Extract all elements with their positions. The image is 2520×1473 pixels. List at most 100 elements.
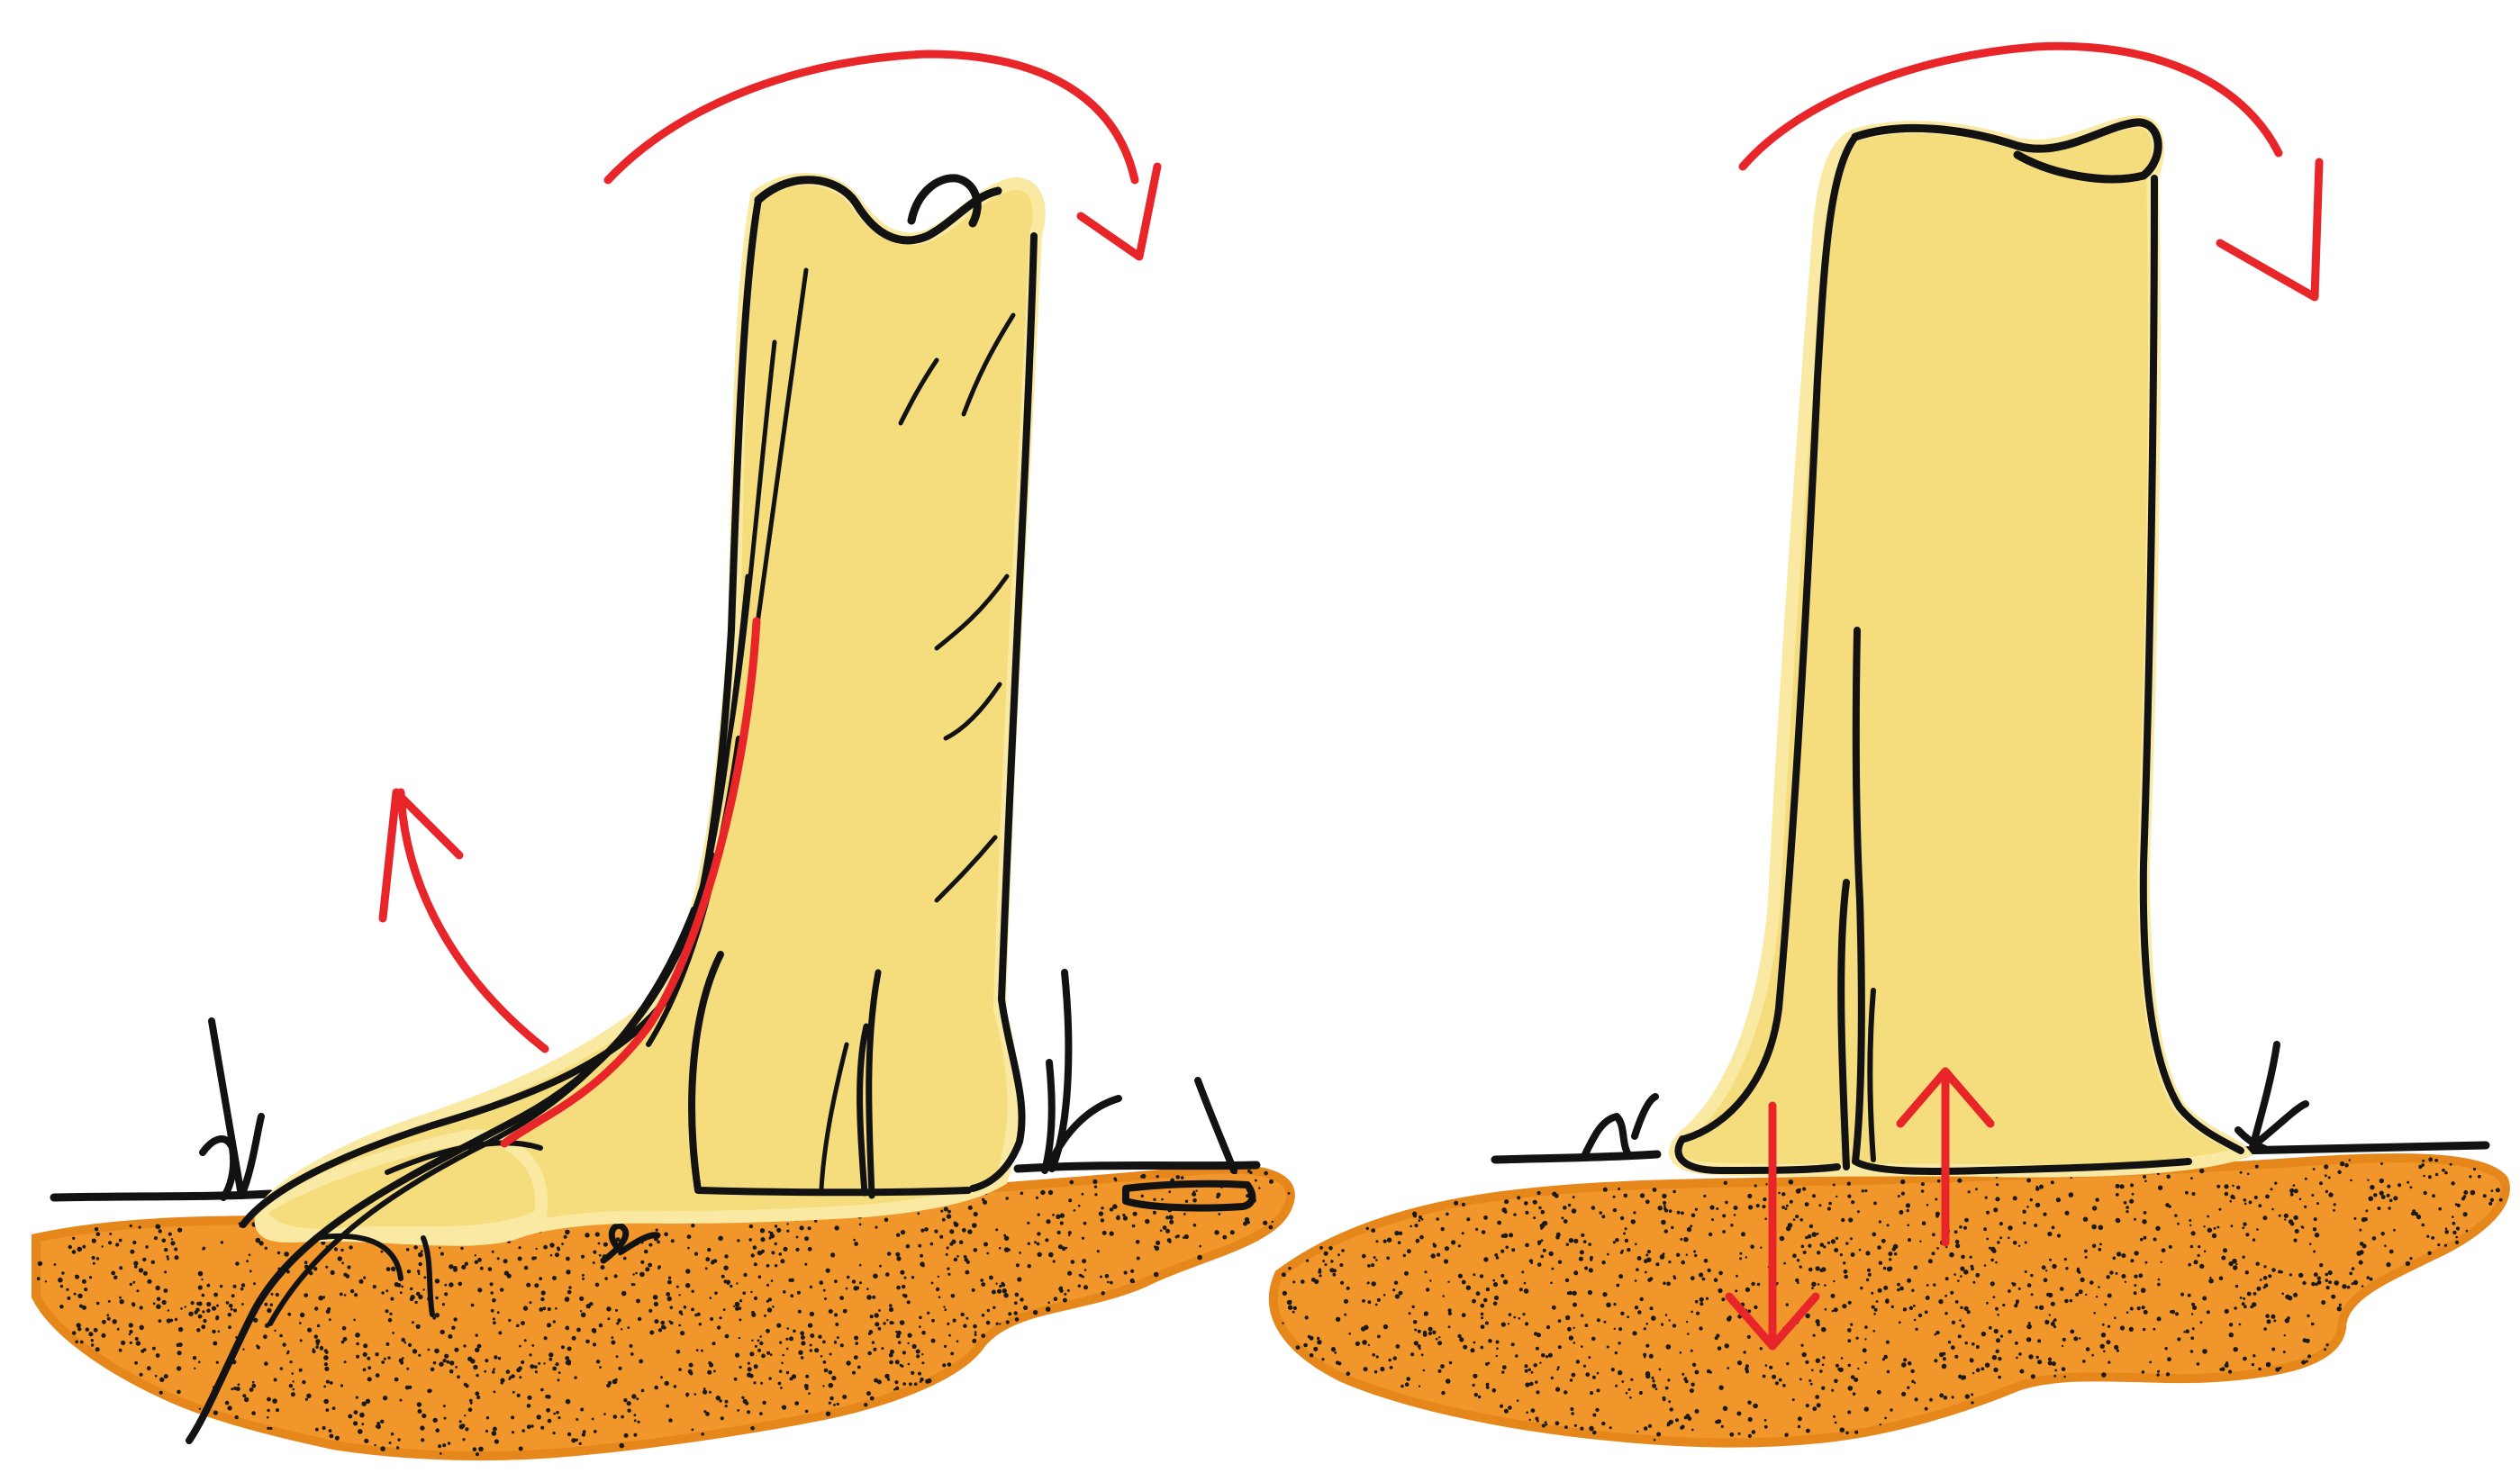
soil-speckle: [634, 1414, 637, 1416]
soil-speckle: [2271, 1188, 2273, 1190]
soil-speckle: [1216, 1195, 1219, 1198]
soil-speckle: [1903, 1358, 1907, 1361]
soil-speckle: [1441, 1227, 1445, 1231]
soil-speckle: [1615, 1351, 1618, 1354]
soil-speckle: [818, 1335, 821, 1339]
soil-speckle: [2153, 1328, 2156, 1331]
soil-speckle: [1681, 1261, 1685, 1265]
soil-speckle: [1451, 1240, 1455, 1244]
soil-speckle: [2018, 1352, 2022, 1356]
soil-speckle: [1709, 1233, 1712, 1236]
soil-speckle: [769, 1237, 772, 1240]
soil-speckle: [1997, 1241, 2000, 1244]
soil-speckle: [1301, 1279, 1305, 1284]
soil-speckle: [1739, 1252, 1742, 1255]
soil-speckle: [1633, 1211, 1636, 1214]
soil-speckle: [1102, 1231, 1107, 1235]
soil-speckle: [604, 1277, 608, 1280]
soil-speckle: [512, 1391, 515, 1394]
soil-speckle: [1084, 1269, 1087, 1271]
soil-speckle: [1606, 1303, 1611, 1308]
soil-speckle: [1099, 1211, 1103, 1215]
soil-speckle: [576, 1418, 578, 1421]
soil-speckle: [1533, 1216, 1536, 1219]
soil-speckle: [1057, 1231, 1061, 1234]
soil-speckle: [1630, 1378, 1633, 1381]
soil-speckle: [1848, 1386, 1854, 1391]
soil-speckle: [2189, 1219, 2191, 1222]
soil-speckle: [2030, 1198, 2033, 1201]
soil-speckle: [1737, 1360, 1742, 1365]
soil-speckle: [1082, 1193, 1084, 1196]
soil-speckle: [2367, 1276, 2370, 1279]
soil-speckle: [1644, 1259, 1648, 1263]
soil-speckle: [1972, 1281, 1975, 1284]
soil-speckle: [1648, 1424, 1652, 1428]
soil-speckle: [235, 1261, 240, 1266]
soil-speckle: [986, 1252, 989, 1255]
soil-speckle: [1754, 1184, 1757, 1187]
soil-speckle: [1862, 1189, 1864, 1192]
soil-speckle: [2360, 1242, 2364, 1246]
soil-speckle: [493, 1317, 495, 1320]
soil-speckle: [854, 1336, 858, 1341]
soil-speckle: [1501, 1370, 1504, 1373]
soil-speckle: [1603, 1188, 1608, 1192]
soil-speckle: [2091, 1354, 2094, 1357]
soil-speckle: [1914, 1319, 1917, 1322]
soil-speckle: [1480, 1304, 1484, 1308]
soil-speckle: [418, 1252, 423, 1258]
soil-speckle: [2207, 1228, 2212, 1233]
soil-speckle: [2026, 1324, 2032, 1330]
soil-speckle: [2048, 1358, 2052, 1361]
soil-speckle: [1218, 1213, 1220, 1215]
soil-speckle: [2114, 1316, 2117, 1319]
soil-speckle: [2293, 1239, 2297, 1243]
soil-speckle: [2290, 1193, 2294, 1197]
soil-speckle: [531, 1344, 534, 1347]
soil-speckle: [376, 1373, 380, 1378]
soil-speckle: [873, 1274, 878, 1279]
soil-speckle: [1645, 1371, 1650, 1376]
soil-speckle: [1828, 1202, 1832, 1206]
soil-speckle: [2180, 1293, 2184, 1297]
soil-speckle: [240, 1288, 244, 1291]
soil-speckle: [947, 1268, 949, 1270]
soil-speckle: [1644, 1356, 1646, 1359]
soil-speckle: [1743, 1351, 1745, 1353]
soil-speckle: [846, 1288, 848, 1290]
soil-speckle: [934, 1230, 938, 1234]
soil-speckle: [1635, 1306, 1638, 1309]
soil-speckle: [139, 1268, 143, 1272]
soil-speckle: [530, 1364, 534, 1369]
soil-speckle: [735, 1306, 739, 1311]
soil-speckle: [1644, 1327, 1646, 1330]
soil-speckle: [2317, 1277, 2321, 1280]
soil-speckle: [206, 1309, 210, 1313]
soil-speckle: [785, 1338, 788, 1341]
soil-speckle: [1845, 1242, 1848, 1244]
soil-speckle: [869, 1331, 873, 1334]
soil-speckle: [1524, 1201, 1528, 1206]
soil-speckle: [753, 1245, 757, 1250]
soil-speckle: [2240, 1297, 2243, 1299]
soil-speckle: [133, 1261, 138, 1266]
soil-speckle: [912, 1344, 917, 1349]
soil-speckle: [324, 1362, 328, 1366]
soil-speckle: [2218, 1208, 2221, 1211]
soil-speckle: [2209, 1277, 2211, 1279]
soil-speckle: [902, 1285, 905, 1288]
soil-speckle: [1341, 1249, 1345, 1252]
soil-speckle: [593, 1251, 596, 1254]
soil-speckle: [2311, 1323, 2315, 1326]
soil-speckle: [106, 1314, 109, 1316]
soil-speckle: [400, 1360, 403, 1364]
soil-speckle: [1168, 1190, 1171, 1193]
soil-speckle: [1793, 1218, 1796, 1221]
soil-speckle: [1529, 1259, 1533, 1262]
soil-speckle: [780, 1259, 784, 1263]
soil-speckle: [1471, 1348, 1475, 1352]
soil-speckle: [2070, 1299, 2072, 1302]
soil-speckle: [1448, 1325, 1451, 1328]
soil-speckle: [2314, 1272, 2318, 1277]
